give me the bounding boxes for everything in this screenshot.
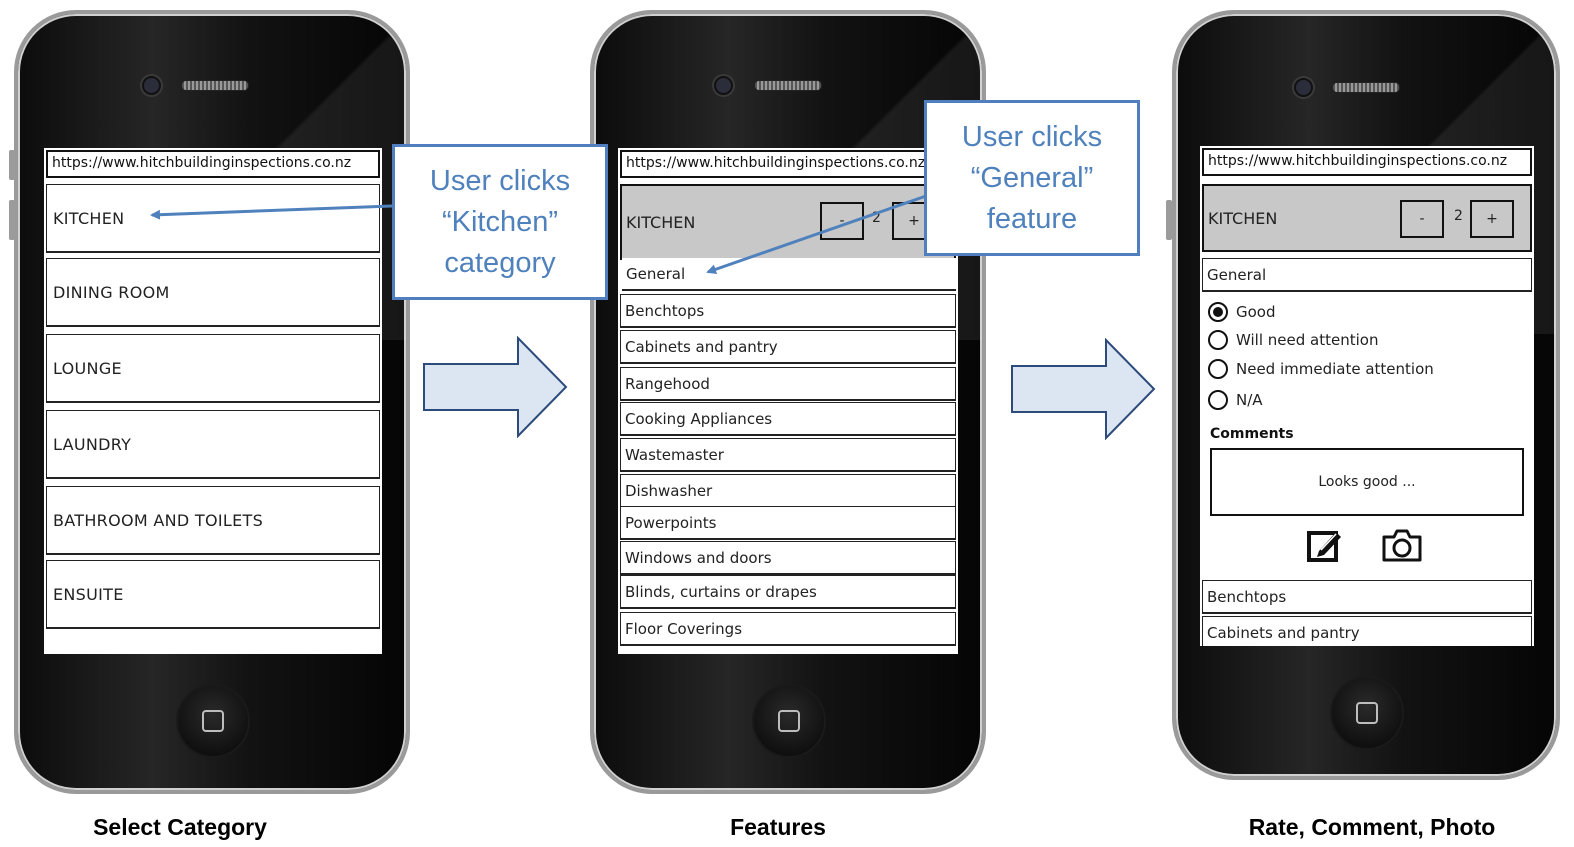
callout-general: User clicks “General” feature xyxy=(924,100,1140,256)
url-bar[interactable]: https://www.hitchbuildinginspections.co.… xyxy=(46,150,380,178)
category-bathroom-and-toilets[interactable]: BATHROOM AND TOILETS xyxy=(46,486,380,555)
category-lounge[interactable]: LOUNGE xyxy=(46,334,380,403)
feature-general[interactable]: General xyxy=(1202,258,1532,292)
edit-icon[interactable] xyxy=(1306,526,1344,564)
count-value: 2 xyxy=(1454,208,1463,224)
category-header: KITCHEN xyxy=(1202,184,1532,252)
home-icon xyxy=(1356,702,1378,724)
feature-floor-coverings[interactable]: Floor Coverings xyxy=(620,612,956,646)
callout-line: User clicks xyxy=(961,120,1103,153)
rating-need-immediate-attention[interactable]: Need immediate attention xyxy=(1208,359,1434,379)
feature-cooking-appliances[interactable]: Cooking Appliances xyxy=(620,402,956,436)
category-kitchen[interactable]: KITCHEN xyxy=(46,184,380,253)
feature-benchtops[interactable]: Benchtops xyxy=(1202,580,1532,614)
rating-will-need-attention[interactable]: Will need attention xyxy=(1208,330,1378,350)
home-icon xyxy=(202,710,224,732)
category-header-title: KITCHEN xyxy=(1208,208,1278,228)
phone-1-screen: https://www.hitchbuildinginspections.co.… xyxy=(44,148,382,654)
category-header: KITCHEN xyxy=(620,184,956,260)
caption-features: Features xyxy=(730,814,826,840)
caption-select-category: Select Category xyxy=(93,814,267,840)
comments-label: Comments xyxy=(1210,426,1294,442)
callout-line: User clicks xyxy=(429,164,571,197)
rating-na[interactable]: N/A xyxy=(1208,390,1263,410)
pointer-arrow-kitchen xyxy=(150,204,393,220)
callout-kitchen: User clicks “Kitchen” category xyxy=(392,144,608,300)
phone-2-screen: https://www.hitchbuildinginspections.co.… xyxy=(618,148,958,654)
home-button[interactable] xyxy=(176,684,250,758)
pointer-arrow-general xyxy=(706,194,927,275)
category-header-title: KITCHEN xyxy=(626,212,696,232)
feature-cabinets-and-pantry[interactable]: Cabinets and pantry xyxy=(1202,616,1532,646)
feature-cabinets-and-pantry[interactable]: Cabinets and pantry xyxy=(620,330,956,364)
category-dining-room[interactable]: DINING ROOM xyxy=(46,258,380,327)
rating-label: N/A xyxy=(1236,391,1263,409)
callout-line: feature xyxy=(986,202,1078,235)
side-button xyxy=(9,200,15,240)
phone-3: https://www.hitchbuildinginspections.co.… xyxy=(1172,10,1560,780)
feature-wastemaster[interactable]: Wastemaster xyxy=(620,438,956,472)
rating-label: Will need attention xyxy=(1236,331,1379,349)
feature-general[interactable]: General xyxy=(622,258,956,291)
side-button xyxy=(9,150,15,180)
camera-icon xyxy=(142,76,161,95)
callout-line: “General” xyxy=(970,161,1094,194)
feature-blinds-curtains-drapes[interactable]: Blinds, curtains or drapes xyxy=(620,575,956,609)
category-ensuite[interactable]: ENSUITE xyxy=(46,560,380,629)
feature-rangehood[interactable]: Rangehood xyxy=(620,367,956,401)
phone-1: https://www.hitchbuildinginspections.co.… xyxy=(14,10,410,794)
speaker-grille xyxy=(754,80,822,91)
speaker-grille xyxy=(1332,82,1400,93)
radio-selected-icon xyxy=(1208,302,1228,322)
rating-good[interactable]: Good xyxy=(1208,302,1276,322)
rating-label: Need immediate attention xyxy=(1236,360,1434,378)
home-button[interactable] xyxy=(1330,676,1404,750)
camera-icon[interactable] xyxy=(1380,526,1424,564)
phone-3-screen: https://www.hitchbuildinginspections.co.… xyxy=(1200,146,1534,646)
feature-windows-and-doors[interactable]: Windows and doors xyxy=(620,541,956,575)
camera-icon xyxy=(714,76,733,95)
flow-arrow-2 xyxy=(1011,338,1156,440)
increment-button[interactable]: + xyxy=(1470,200,1514,238)
phone-2: https://www.hitchbuildinginspections.co.… xyxy=(590,10,986,794)
radio-icon xyxy=(1208,359,1228,379)
feature-powerpoints[interactable]: Powerpoints xyxy=(620,506,956,540)
rating-label: Good xyxy=(1236,303,1276,321)
speaker-grille xyxy=(181,80,249,91)
radio-icon xyxy=(1208,330,1228,350)
caption-rate-comment-photo: Rate, Comment, Photo xyxy=(1248,814,1496,840)
category-laundry[interactable]: LAUNDRY xyxy=(46,410,380,479)
home-button[interactable] xyxy=(752,684,826,758)
url-bar[interactable]: https://www.hitchbuildinginspections.co.… xyxy=(1202,148,1532,176)
side-button xyxy=(1166,200,1172,240)
callout-line: “Kitchen” xyxy=(441,205,559,238)
camera-icon xyxy=(1294,78,1313,97)
flow-arrow-1 xyxy=(423,336,568,438)
callout-line: category xyxy=(444,246,556,279)
count-value: 2 xyxy=(872,210,881,226)
decrement-button[interactable]: - xyxy=(1400,200,1444,238)
home-icon xyxy=(778,710,800,732)
feature-dishwasher[interactable]: Dishwasher xyxy=(620,474,956,508)
comment-textarea[interactable]: Looks good ... xyxy=(1210,448,1524,516)
radio-icon xyxy=(1208,390,1228,410)
feature-benchtops[interactable]: Benchtops xyxy=(620,294,956,328)
